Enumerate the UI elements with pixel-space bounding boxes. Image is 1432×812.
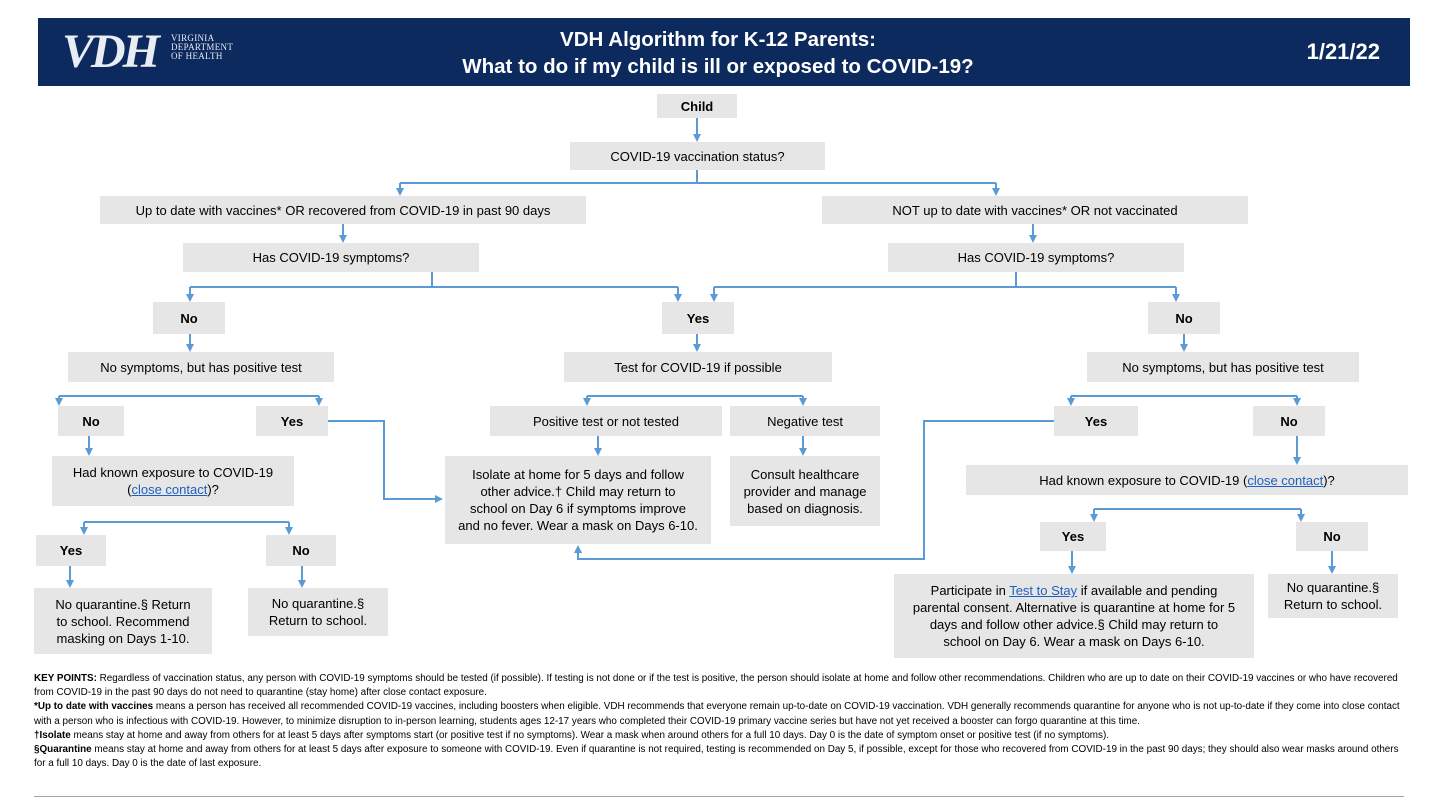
node-no-quarantine-right: No quarantine.§ Return to school. <box>1268 574 1398 618</box>
node-isolate: Isolate at home for 5 days and follow ot… <box>445 456 711 544</box>
outcome-line: to school. Recommend <box>56 613 190 629</box>
node-positive-test-left: No symptoms, but has positive test <box>68 352 334 382</box>
note-label: *Up to date with vaccines <box>34 701 154 713</box>
node-exposure-right-yes: Yes <box>1040 522 1106 551</box>
note-text: means stay at home and away from others … <box>70 729 1110 741</box>
logo-sub-line: DEPARTMENT <box>171 42 234 52</box>
note-text: means a person has received all recommen… <box>34 701 1400 727</box>
isolate-line: other advice.† Child may return to <box>480 484 676 499</box>
title-line-2: What to do if my child is ill or exposed… <box>462 55 974 78</box>
header-banner: VDH VIRGINIA DEPARTMENT OF HEALTH VDH Al… <box>38 18 1410 86</box>
tts-line: parental consent. Alternative is quarant… <box>912 600 1236 615</box>
note-key-points: KEY POINTS: Regardless of vaccination st… <box>34 672 1404 700</box>
close-contact-link[interactable]: close contact <box>131 482 208 497</box>
logo-sub-line: VIRGINIA <box>171 33 215 43</box>
consult-line: provider and manage <box>743 483 867 499</box>
isolate-line: school on Day 6 if symptoms improve <box>469 501 687 516</box>
node-test-if-possible: Test for COVID-19 if possible <box>564 352 832 382</box>
node-child: Child <box>657 94 737 118</box>
node-symptoms-left: Has COVID-19 symptoms? <box>183 243 479 272</box>
node-left-no: No <box>58 406 124 436</box>
consult-line: based on diagnosis. <box>747 500 863 516</box>
node-no-quarantine-mask: No quarantine.§ Return to school. Recomm… <box>34 588 212 654</box>
node-positive-test-right: No symptoms, but has positive test <box>1087 352 1359 382</box>
node-test-to-stay: Participate in Test to Stay if available… <box>894 574 1254 658</box>
footer-divider <box>34 796 1404 797</box>
exposure-right-text: Had known exposure to COVID-19 ( <box>1039 472 1248 488</box>
node-not-up-to-date: NOT up to date with vaccines* OR not vac… <box>822 196 1248 224</box>
paren-close: )? <box>1323 472 1335 488</box>
test-to-stay-link[interactable]: Test to Stay <box>1009 583 1078 598</box>
note-text: Regardless of vaccination status, any pe… <box>34 673 1398 699</box>
note-up-to-date: *Up to date with vaccines means a person… <box>34 700 1404 728</box>
node-left-yes: Yes <box>256 406 328 436</box>
outcome-line: masking on Days 1-10. <box>56 630 190 646</box>
exposure-left-line2: (close contact)? <box>127 481 219 498</box>
note-quarantine: §Quarantine means stay at home and away … <box>34 743 1404 771</box>
outcome-line: No quarantine.§ Return <box>55 596 191 612</box>
tts-pre: Participate in <box>930 583 1010 598</box>
isolate-line: and no fever. Wear a mask on Days 6-10. <box>458 518 698 533</box>
node-yes-center: Yes <box>662 302 734 334</box>
node-right-no: No <box>1253 406 1325 436</box>
tts-line: days and follow other advice.§ Child may… <box>929 617 1219 632</box>
node-consult-provider: Consult healthcare provider and manage b… <box>730 456 880 526</box>
tts-line: school on Day 6. Wear a mask on Days 6-1… <box>943 634 1205 649</box>
title-line-1: VDH Algorithm for K-12 Parents: <box>560 28 876 51</box>
paren-open: ( <box>127 482 132 497</box>
outcome-line: Return to school. <box>1283 597 1383 612</box>
page-title: VDH Algorithm for K-12 Parents: What to … <box>338 26 1098 80</box>
note-label: §Quarantine <box>34 744 92 756</box>
key-points-notes: KEY POINTS: Regardless of vaccination st… <box>34 672 1404 771</box>
note-text: means stay at home and away from others … <box>34 744 1399 770</box>
logo-sub-line: OF HEALTH <box>171 51 223 61</box>
node-negative-test: Negative test <box>730 406 880 436</box>
node-right-yes: Yes <box>1054 406 1138 436</box>
outcome-line: No quarantine.§ <box>1286 580 1380 595</box>
node-exposure-right-no: No <box>1296 522 1368 551</box>
vdh-logo: VDH <box>62 25 160 78</box>
exposure-right-line: Had known exposure to COVID-19 (close co… <box>1039 472 1335 489</box>
outcome-line: No quarantine.§ <box>271 596 365 611</box>
exposure-left-text: Had known exposure to COVID-19 <box>72 465 274 480</box>
outcome-line: Return to school. <box>268 613 368 628</box>
node-up-to-date: Up to date with vaccines* OR recovered f… <box>100 196 586 224</box>
node-vaccination-status: COVID-19 vaccination status? <box>570 142 825 170</box>
note-label: KEY POINTS: <box>34 673 97 684</box>
node-exposure-left-no: No <box>266 535 336 566</box>
note-label: †Isolate <box>34 729 71 741</box>
close-contact-link[interactable]: close contact <box>1247 472 1324 488</box>
consult-line: Consult healthcare <box>750 466 860 482</box>
node-no-left: No <box>153 302 225 334</box>
tts-line-1: Participate in Test to Stay if available… <box>931 582 1218 599</box>
node-positive-or-not-tested: Positive test or not tested <box>490 406 722 436</box>
node-exposure-left: Had known exposure to COVID-19 (close co… <box>52 456 294 506</box>
isolate-line: Isolate at home for 5 days and follow <box>472 467 684 482</box>
node-exposure-right: Had known exposure to COVID-19 (close co… <box>966 465 1408 495</box>
date-label: 1/21/22 <box>1306 39 1380 64</box>
node-exposure-left-yes: Yes <box>36 535 106 566</box>
node-symptoms-right: Has COVID-19 symptoms? <box>888 243 1184 272</box>
vdh-logo-subtitle: VIRGINIA DEPARTMENT OF HEALTH <box>171 34 233 61</box>
node-no-quarantine-left: No quarantine.§ Return to school. <box>248 588 388 636</box>
note-isolate: †Isolate means stay at home and away fro… <box>34 729 1404 743</box>
node-no-right: No <box>1148 302 1220 334</box>
paren-close: )? <box>207 482 219 497</box>
tts-post: if available and pending <box>1077 583 1218 598</box>
